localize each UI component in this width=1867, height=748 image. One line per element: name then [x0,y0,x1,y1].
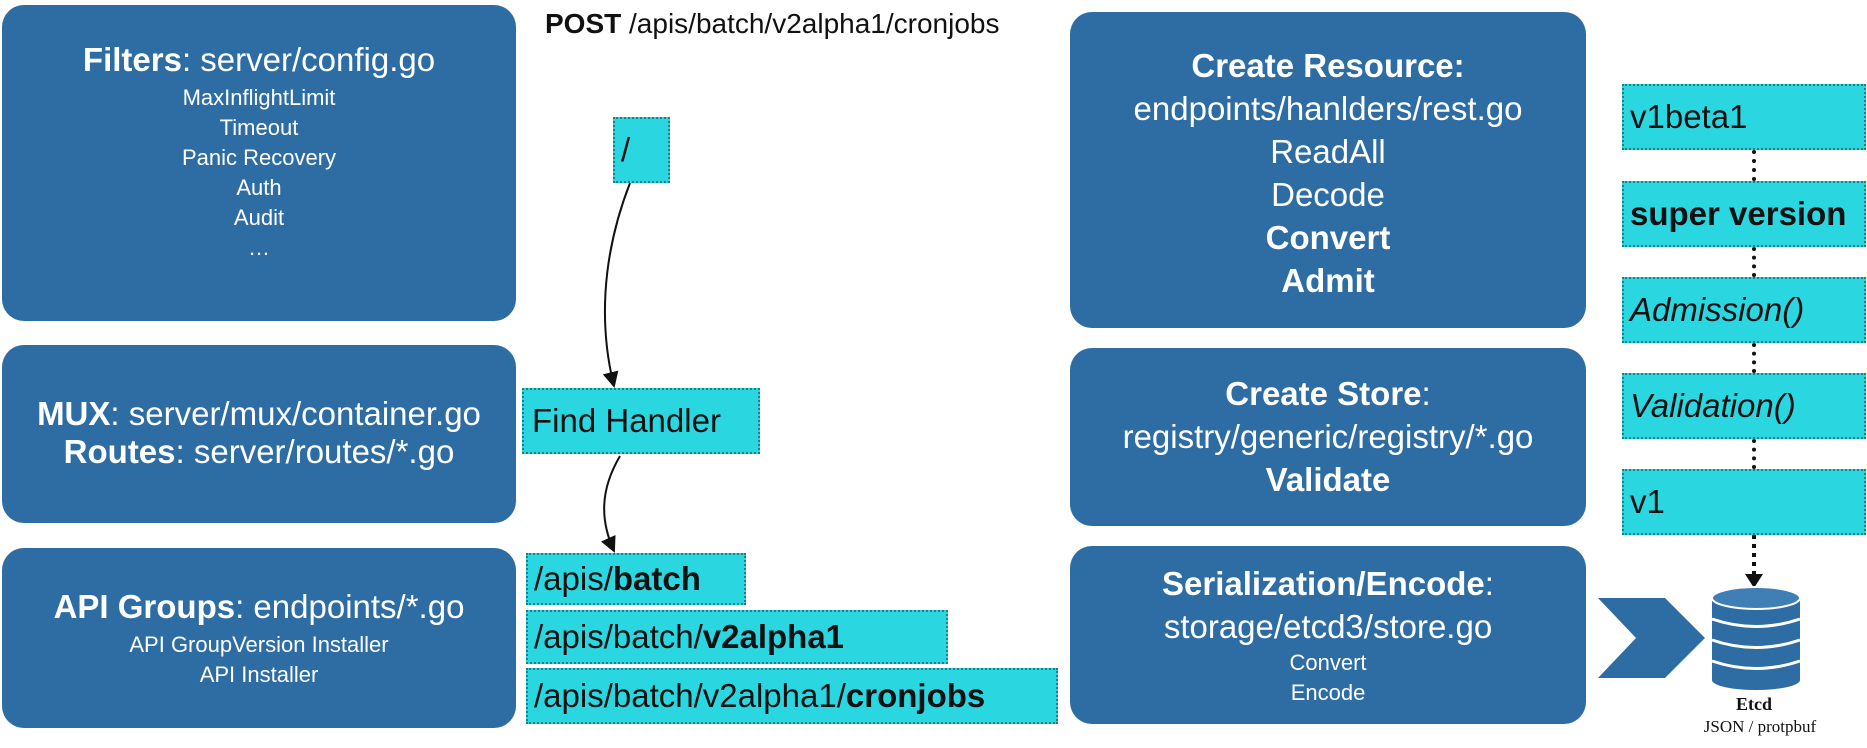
find-handler-label: Find Handler [532,402,721,439]
create-store-step: Validate [1070,458,1586,501]
routes-heading: Routes: server/routes/*.go [2,433,516,471]
admit-step: Admit [1281,262,1375,299]
filters-box: Filters: server/config.go MaxInflightLim… [2,5,516,321]
mux-label: MUX [37,395,111,432]
version-label: Admission() [1630,291,1805,328]
route-arrow [602,182,631,388]
routes-label: Routes [63,432,176,470]
serialization-box: Serialization/Encode: storage/etcd3/stor… [1070,546,1586,724]
database-icon [1711,586,1801,690]
filters-item: Auth [236,174,282,200]
etcd-arrowhead [1745,574,1763,588]
version-connector [1752,343,1756,373]
etcd-label: Etcd [1736,694,1772,714]
etcd-format: JSON / protpbuf [1703,717,1817,736]
version-admission: Admission() [1622,277,1866,343]
request-path: /apis/batch/v2alpha1/cronjobs [629,8,1000,39]
filters-item: … [248,234,270,260]
create-resource-step: Admit [1070,259,1586,302]
filters-heading: Filters: server/config.go [2,41,516,79]
route-arrow [600,455,621,553]
convert-step: Convert [1265,219,1391,256]
version-super: super version [1622,181,1866,247]
create-resource-step: ReadAll [1270,133,1386,170]
find-handler-box: Find Handler [522,388,760,454]
filters-item: Audit [233,204,285,230]
http-method: POST [545,8,622,39]
filters-label: Filters [82,41,182,78]
api-groups-box: API Groups: endpoints/*.go API GroupVers… [2,548,516,728]
create-store-heading: Create Store: [1070,372,1586,415]
resource-path-prefix: /apis/batch/v2alpha1/ [534,677,846,714]
group-name: batch [612,560,701,597]
create-resource-step: Convert [1070,216,1586,259]
api-groups-heading: API Groups: endpoints/*.go [2,588,516,626]
create-resource-step: Decode [1271,176,1385,213]
version-v1: v1 [1622,469,1866,535]
serialization-label: Serialization/Encode [1162,565,1485,602]
version-name: v2alpha1 [702,618,845,655]
serialization-file: storage/etcd3/store.go [1163,608,1493,645]
version-v1beta1: v1beta1 [1622,84,1866,150]
resource-path-box: /apis/batch/v2alpha1/cronjobs [526,668,1058,724]
version-validation: Validation() [1622,373,1866,439]
serialization-item: Encode [1290,680,1366,705]
serialization-item: Convert [1289,650,1367,675]
create-store-box: Create Store: registry/generic/registry/… [1070,348,1586,526]
filters-item: Panic Recovery [181,144,337,170]
create-store-colon: : [1421,375,1431,412]
mux-heading: MUX: server/mux/container.go [2,395,516,433]
group-path-prefix: /apis/ [534,560,613,597]
create-resource-label: Create Resource: [1191,47,1465,84]
version-path-box: /apis/batch/v2alpha1 [526,610,948,664]
chevron-arrow-icon [1598,598,1705,678]
group-path-box: /apis/batch [526,553,746,605]
mux-file: : server/mux/container.go [110,395,481,432]
version-connector [1752,150,1756,181]
version-label: v1beta1 [1630,98,1748,135]
version-label: Validation() [1630,387,1796,424]
create-resource-heading: Create Resource: [1070,44,1586,87]
version-path-prefix: /apis/batch/ [534,618,703,655]
root-path: / [621,131,631,168]
routes-file: : server/routes/*.go [175,432,455,470]
api-groups-item: API Installer [199,661,319,687]
create-store-label: Create Store [1225,375,1422,412]
serialization-colon: : [1484,565,1494,602]
validate-step: Validate [1265,461,1391,498]
create-store-file: registry/generic/registry/*.go [1122,418,1534,455]
resource-name: cronjobs [845,677,986,714]
filters-item: Timeout [219,114,299,140]
version-label: super version [1630,195,1847,232]
version-connector [1752,439,1756,469]
version-label: v1 [1630,483,1665,520]
api-groups-item: API GroupVersion Installer [129,631,389,657]
request-title: POST /apis/batch/v2alpha1/cronjobs [545,8,999,40]
create-resource-box: Create Resource: endpoints/hanlders/rest… [1070,12,1586,328]
api-groups-file: : endpoints/*.go [235,588,465,625]
api-groups-label: API Groups [53,588,236,625]
create-resource-file: endpoints/hanlders/rest.go [1133,90,1523,127]
filters-file: : server/config.go [181,41,436,78]
version-connector [1752,247,1756,277]
filters-item: MaxInflightLimit [182,84,336,110]
serialization-heading: Serialization/Encode: [1070,562,1586,605]
root-path-box: / [613,117,670,183]
mux-box: MUX: server/mux/container.go Routes: ser… [2,345,516,523]
